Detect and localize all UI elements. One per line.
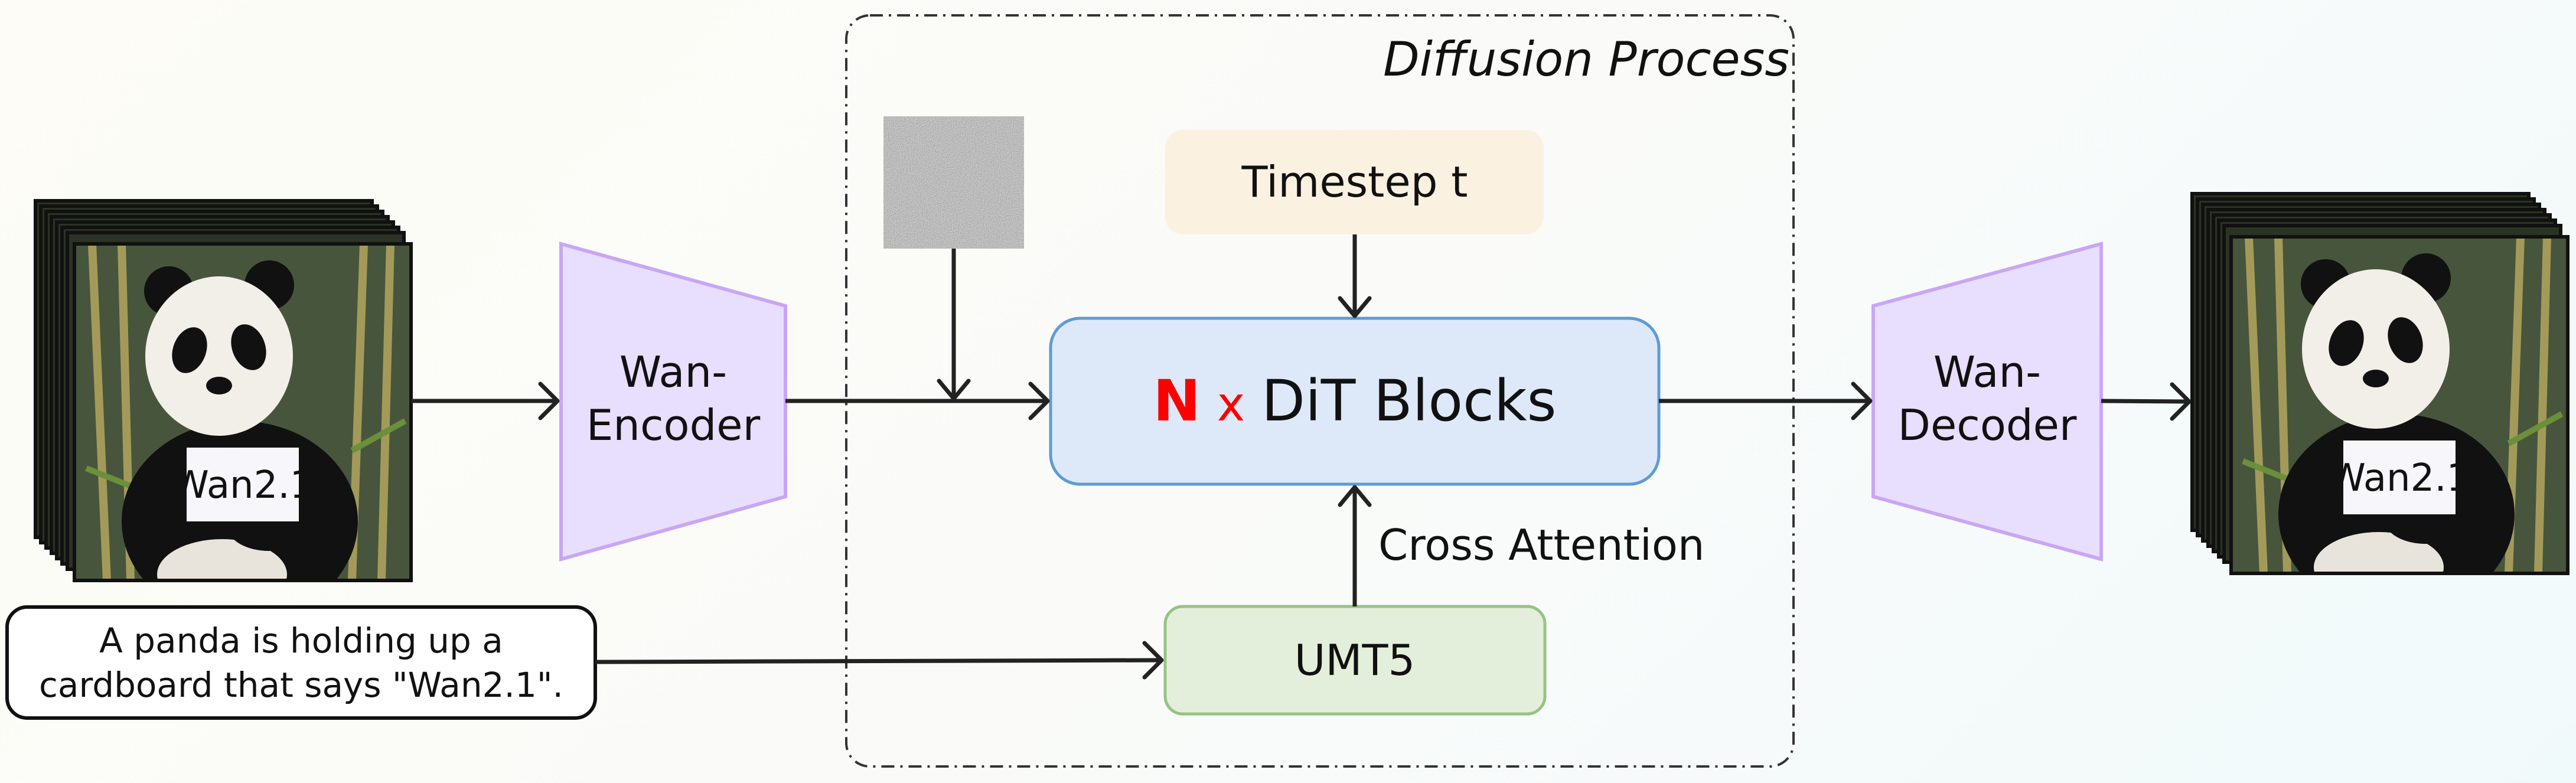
decoder-label-line2: Decoder (1898, 400, 2077, 450)
dit-n: N (1153, 368, 1200, 434)
noise-latent-image (883, 116, 1024, 249)
diffusion-process-label: Diffusion Process (1383, 32, 1789, 87)
timestep-block (1165, 130, 1544, 234)
text-prompt-box (5, 605, 597, 720)
wan-decoder-block (1871, 242, 2103, 562)
prompt-line2: cardboard that says "Wan2.1". (39, 665, 563, 705)
output-video-frames: Wan2.1 (2190, 192, 2570, 615)
diffusion-process-region (845, 14, 1795, 768)
output-panda-image (2231, 237, 2568, 615)
encoder-label-line1: Wan- (619, 347, 727, 397)
arrow-prompt-to-umt5 (595, 658, 1161, 664)
arrows (411, 234, 2192, 680)
dit-blocks-text: DiT Blocks (1261, 368, 1556, 434)
encoder-label-line2: Encoder (586, 400, 761, 450)
input-panda-image (74, 244, 411, 622)
input-panda-sign-text: Wan2.1 (172, 464, 314, 507)
arrow-decoder-to-output (2101, 399, 2189, 404)
input-video-frames: Wan2.1 (34, 199, 413, 622)
umt5-label: UMT5 (1294, 635, 1416, 685)
cross-attention-label: Cross Attention (1378, 520, 1705, 570)
prompt-line1: A panda is holding up a (99, 621, 503, 661)
decoder-label-line1: Wan- (1933, 347, 2041, 397)
output-panda-sign-text: Wan2.1 (2329, 456, 2471, 500)
timestep-label: Timestep t (1241, 157, 1468, 207)
wan-encoder-block (559, 242, 787, 562)
dit-x: x (1217, 377, 1245, 432)
